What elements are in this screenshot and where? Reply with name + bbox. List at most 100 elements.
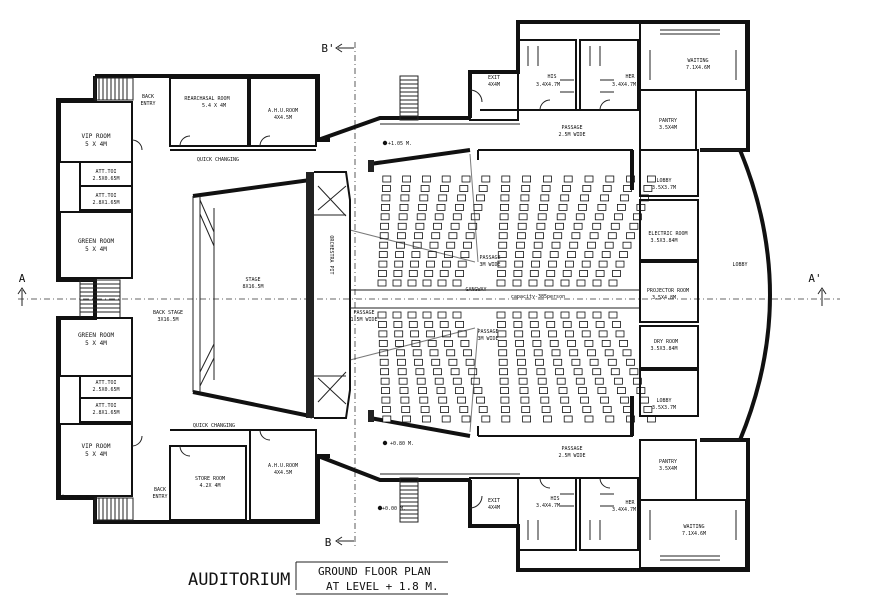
seat	[612, 270, 621, 277]
seat	[595, 270, 605, 277]
seat	[615, 330, 625, 338]
seat	[452, 377, 462, 385]
seat	[535, 358, 544, 366]
seat	[381, 406, 391, 413]
seat	[496, 270, 506, 277]
label-store-room-size: 4.2X 4M	[199, 483, 220, 489]
seat	[499, 377, 509, 385]
seat	[396, 358, 406, 366]
seat	[520, 396, 530, 404]
seat	[441, 175, 451, 183]
seat	[539, 203, 548, 211]
seat	[528, 279, 538, 287]
label-pantry-top: PANTRY	[659, 118, 677, 124]
seat	[573, 368, 583, 376]
seat	[556, 377, 566, 385]
seat	[569, 241, 579, 249]
seat	[478, 406, 488, 413]
seat	[615, 260, 625, 268]
seat	[626, 232, 635, 240]
seat	[378, 260, 388, 268]
label-att-toi-4-size: 2.8X1.65M	[92, 410, 119, 416]
seat	[604, 349, 614, 357]
seat	[410, 260, 420, 268]
seat	[560, 311, 570, 319]
seat	[459, 185, 469, 192]
seat	[592, 368, 602, 376]
label-att-toi-3-size: 2.5X0.65M	[92, 387, 119, 393]
seat	[600, 194, 609, 202]
seat	[541, 185, 551, 192]
seat	[450, 222, 460, 230]
seat	[607, 232, 617, 240]
section-marker-b-bottom: B	[325, 536, 354, 549]
label-dry-room: DRY ROOM	[654, 339, 678, 345]
gangway	[350, 289, 640, 309]
label-stage-size: 8X16.5M	[242, 284, 263, 290]
seat	[633, 213, 642, 221]
seat	[629, 368, 639, 376]
seat	[562, 406, 571, 413]
seat	[610, 368, 620, 376]
seat	[594, 213, 604, 221]
seat	[571, 232, 581, 240]
seat	[393, 321, 403, 328]
label-waiting-top: WAITING	[687, 58, 708, 64]
seat	[410, 330, 420, 338]
seat	[519, 387, 529, 395]
seat	[515, 251, 524, 259]
label-back-stage-size: 3X16.5M	[157, 317, 178, 323]
seat	[589, 232, 599, 240]
seat	[565, 260, 574, 268]
seat	[500, 406, 510, 413]
label-rehearsal-room-size: 5.4 X 4M	[202, 103, 226, 109]
seat	[647, 175, 656, 183]
seat	[378, 251, 388, 259]
label-his-bottom-size: 3.4X4.7M	[536, 503, 560, 509]
seat	[478, 185, 488, 192]
seat	[436, 203, 446, 211]
seat	[460, 339, 470, 347]
seat	[512, 311, 522, 319]
seat	[444, 339, 453, 347]
seat	[522, 415, 531, 423]
seat	[539, 387, 548, 395]
seat	[381, 194, 391, 202]
label-ahu-room-bottom-size: 4X4.5M	[274, 470, 292, 476]
seat	[398, 377, 408, 385]
label-vip-room-bottom: VIP ROOM	[82, 443, 111, 450]
seat	[555, 222, 564, 230]
label-ahu-room-top-size: 4X4.5M	[274, 115, 292, 121]
label-capacity: capacity-385person	[511, 294, 565, 300]
label-her-bottom-size: 3.4X4.7M	[612, 507, 636, 513]
seat	[512, 279, 522, 287]
label-att-toi-1-size: 2.5X0.65M	[92, 176, 119, 182]
seat	[457, 260, 467, 268]
seat	[622, 349, 632, 357]
seat	[481, 415, 491, 423]
seat	[455, 270, 465, 277]
seat	[601, 251, 611, 259]
label-att-toi-2: ATT.TOI	[95, 193, 116, 199]
seat	[581, 330, 591, 338]
seat	[567, 251, 576, 259]
seat	[501, 415, 511, 423]
seat	[381, 185, 391, 192]
seat	[546, 270, 556, 277]
seat	[582, 406, 592, 413]
seat	[399, 387, 409, 395]
label-passage-mid-bottom: PASSAGE	[477, 329, 498, 335]
seat	[426, 260, 435, 268]
seat	[452, 279, 462, 287]
seat	[455, 387, 464, 395]
label-gangway: GANGWAY	[465, 287, 486, 293]
seat	[431, 232, 441, 240]
label-passage-mid-top: PASSAGE	[479, 255, 500, 261]
seat	[543, 175, 552, 183]
seat	[513, 270, 523, 277]
seat	[529, 270, 539, 277]
seat	[381, 396, 391, 404]
seat	[516, 349, 525, 357]
seat	[402, 175, 412, 183]
label-passage-left: PASSAGE	[353, 310, 374, 316]
